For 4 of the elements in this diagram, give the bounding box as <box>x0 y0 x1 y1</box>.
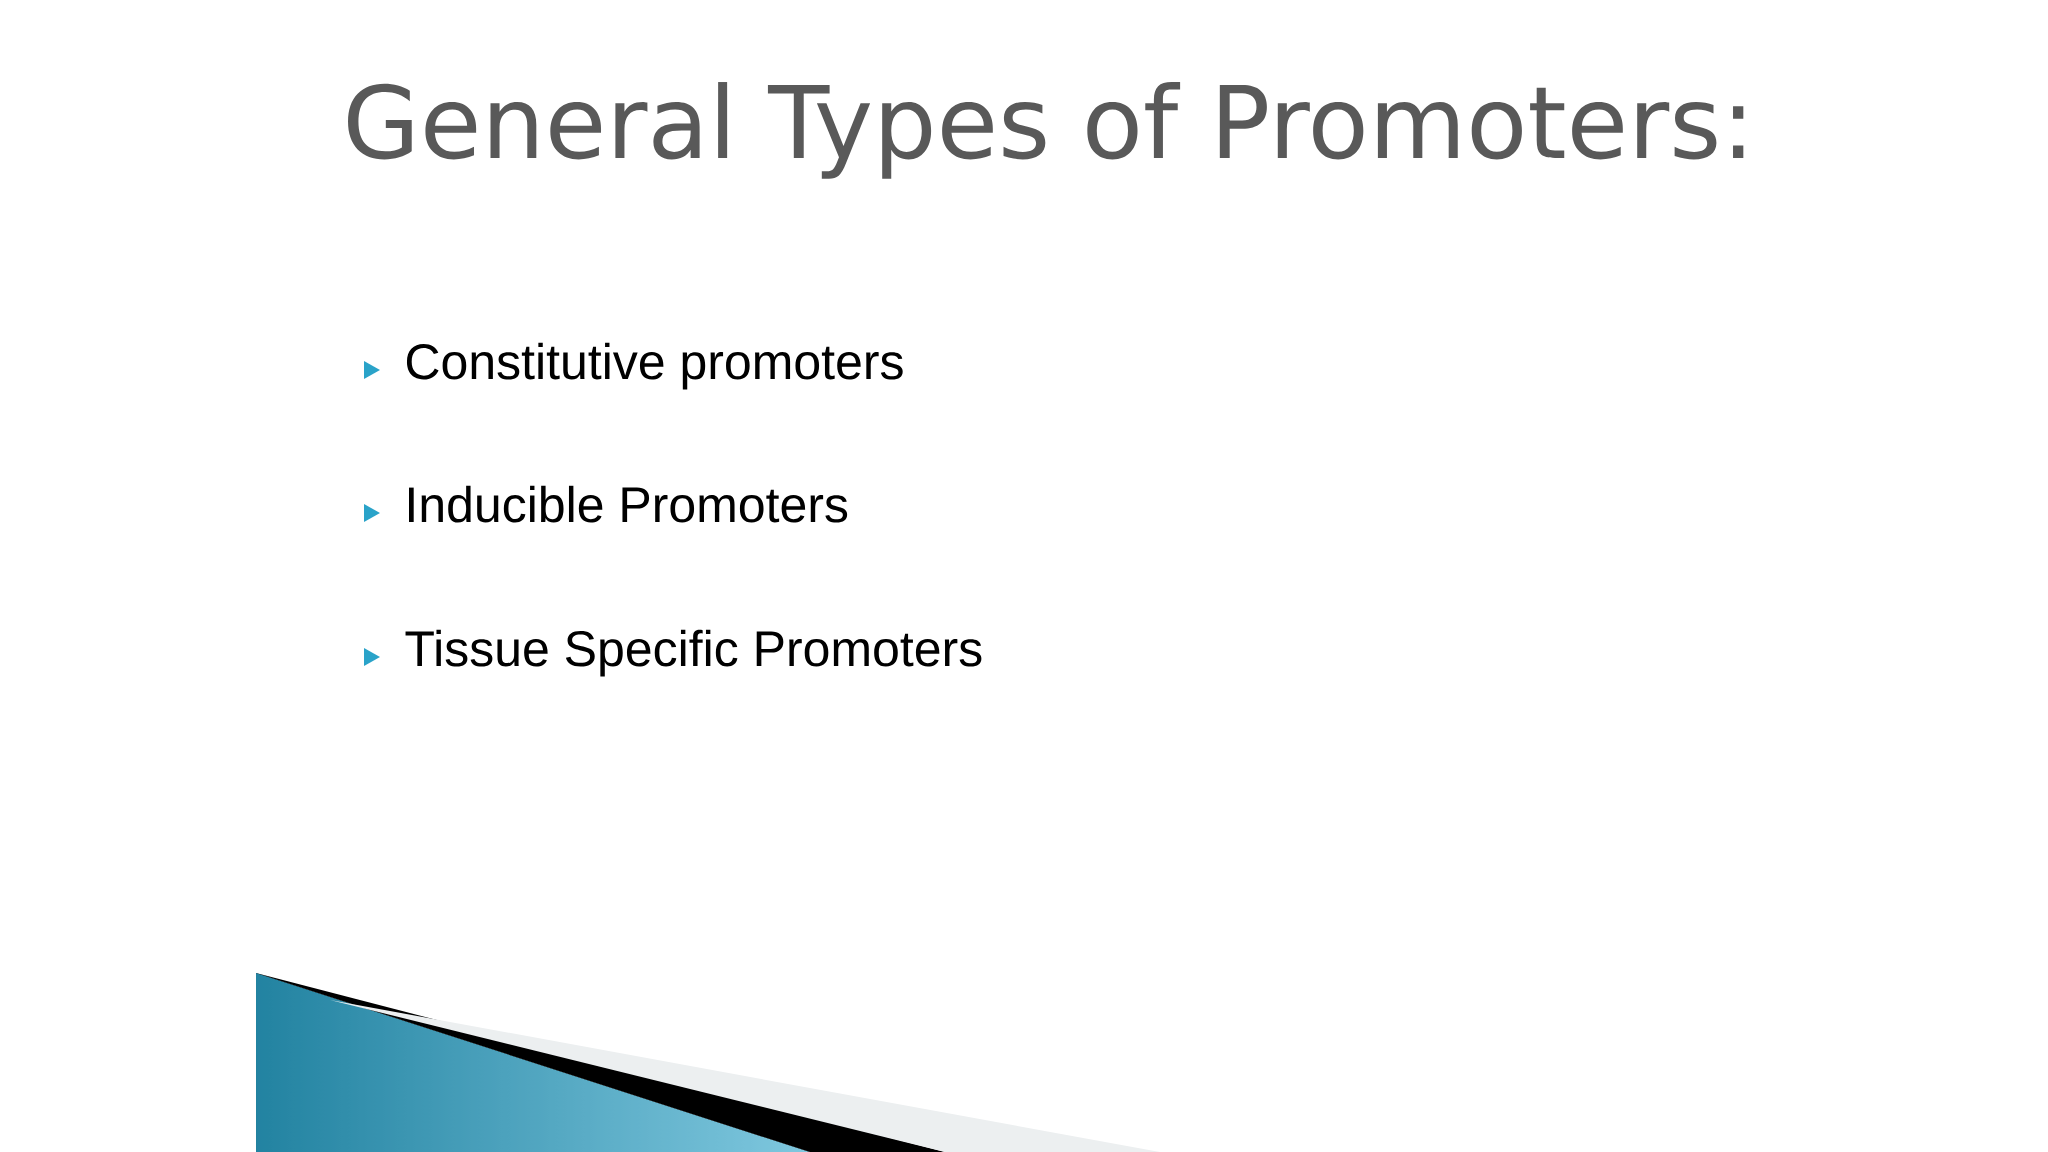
bullet-text: Constitutive promoters <box>406 342 903 390</box>
title: General Types of Promoters: <box>348 82 1744 179</box>
bullet-text: Tissue Specific Promoters <box>405 629 982 677</box>
bullet-text: Inducible Promoters <box>409 485 848 523</box>
